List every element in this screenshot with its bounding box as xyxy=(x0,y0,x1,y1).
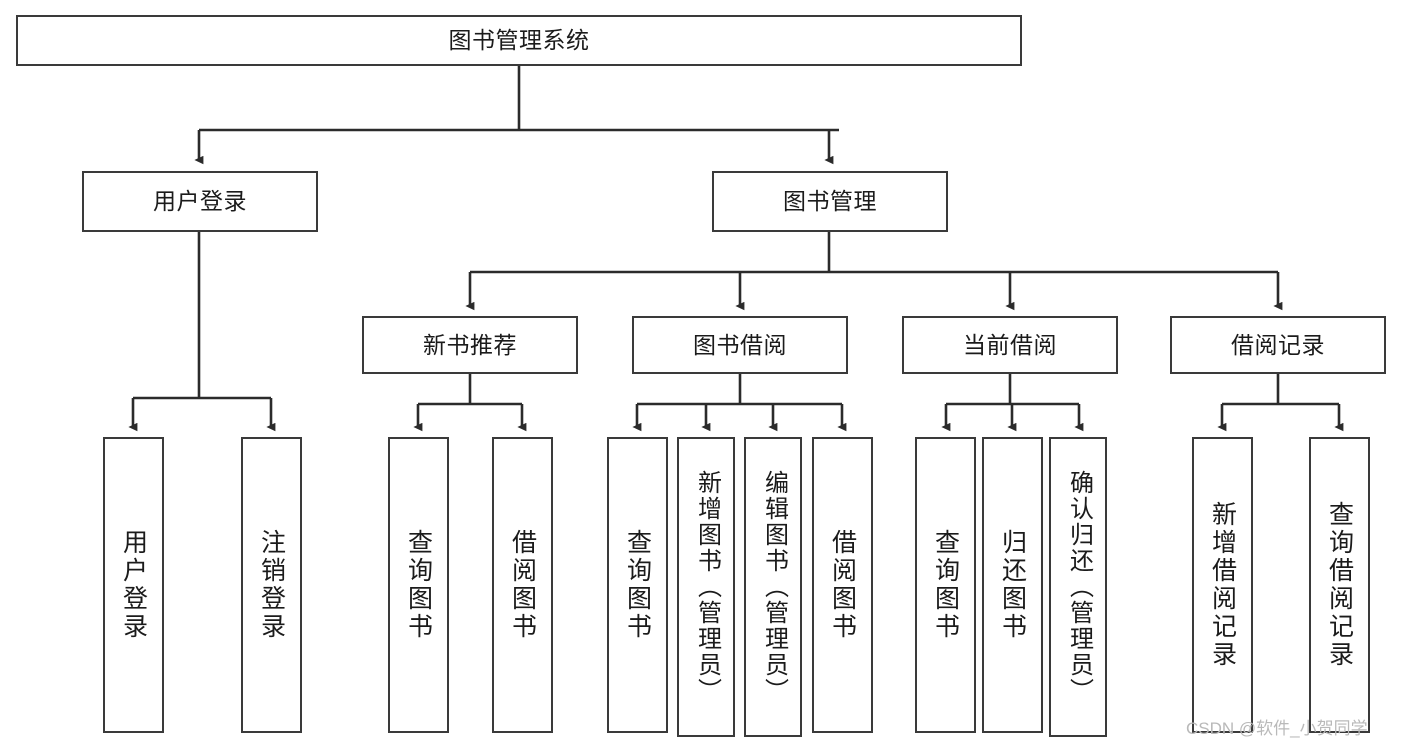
node-label: 查询图书 xyxy=(623,529,652,641)
leaf-book-borrow-edit-book-admin[interactable]: 编辑图书（管理员） xyxy=(744,437,802,737)
node-current-borrow[interactable]: 当前借阅 xyxy=(902,316,1118,374)
node-label: 新增借阅记录 xyxy=(1208,501,1237,669)
node-label: 用户登录 xyxy=(153,188,247,214)
node-label: 查询图书 xyxy=(404,529,433,641)
leaf-current-borrow-query-book[interactable]: 查询图书 xyxy=(915,437,976,733)
node-label: 注销登录 xyxy=(257,529,286,641)
node-label: 归还图书 xyxy=(998,529,1027,641)
node-label: 借阅图书 xyxy=(508,529,537,641)
node-label: 确认归还（管理员） xyxy=(1065,470,1093,704)
node-user-login[interactable]: 用户登录 xyxy=(82,171,318,232)
node-label: 查询图书 xyxy=(931,529,960,641)
node-label: 查询借阅记录 xyxy=(1325,501,1354,669)
node-book-management[interactable]: 图书管理 xyxy=(712,171,948,232)
node-label: 新增图书（管理员） xyxy=(693,470,721,704)
node-root-book-management-system[interactable]: 图书管理系统 xyxy=(16,15,1022,66)
node-book-borrow[interactable]: 图书借阅 xyxy=(632,316,848,374)
leaf-current-borrow-return-book[interactable]: 归还图书 xyxy=(982,437,1043,733)
node-label: 图书管理 xyxy=(783,188,877,214)
node-label: 借阅图书 xyxy=(828,529,857,641)
node-label: 图书管理系统 xyxy=(448,27,590,53)
leaf-book-borrow-add-book-admin[interactable]: 新增图书（管理员） xyxy=(677,437,735,737)
node-new-book-recommend[interactable]: 新书推荐 xyxy=(362,316,578,374)
node-label: 当前借阅 xyxy=(963,331,1057,358)
leaf-user-login-signin[interactable]: 用户登录 xyxy=(103,437,164,733)
node-label: 新书推荐 xyxy=(423,331,517,358)
leaf-new-book-borrow-book[interactable]: 借阅图书 xyxy=(492,437,553,733)
leaf-borrow-record-query-record[interactable]: 查询借阅记录 xyxy=(1309,437,1370,733)
node-borrow-record[interactable]: 借阅记录 xyxy=(1170,316,1386,374)
leaf-user-login-signout[interactable]: 注销登录 xyxy=(241,437,302,733)
leaf-new-book-query-book[interactable]: 查询图书 xyxy=(388,437,449,733)
leaf-book-borrow-query-book[interactable]: 查询图书 xyxy=(607,437,668,733)
node-label: 编辑图书（管理员） xyxy=(760,470,788,704)
csdn-watermark: CSDN @软件_小贺同学 xyxy=(1186,719,1368,738)
node-label: 用户登录 xyxy=(119,529,148,641)
leaf-borrow-record-add-record[interactable]: 新增借阅记录 xyxy=(1192,437,1253,733)
node-label: 借阅记录 xyxy=(1231,331,1325,358)
leaf-current-borrow-confirm-return-admin[interactable]: 确认归还（管理员） xyxy=(1049,437,1107,737)
node-label: 图书借阅 xyxy=(693,331,787,358)
leaf-book-borrow-borrow-book[interactable]: 借阅图书 xyxy=(812,437,873,733)
